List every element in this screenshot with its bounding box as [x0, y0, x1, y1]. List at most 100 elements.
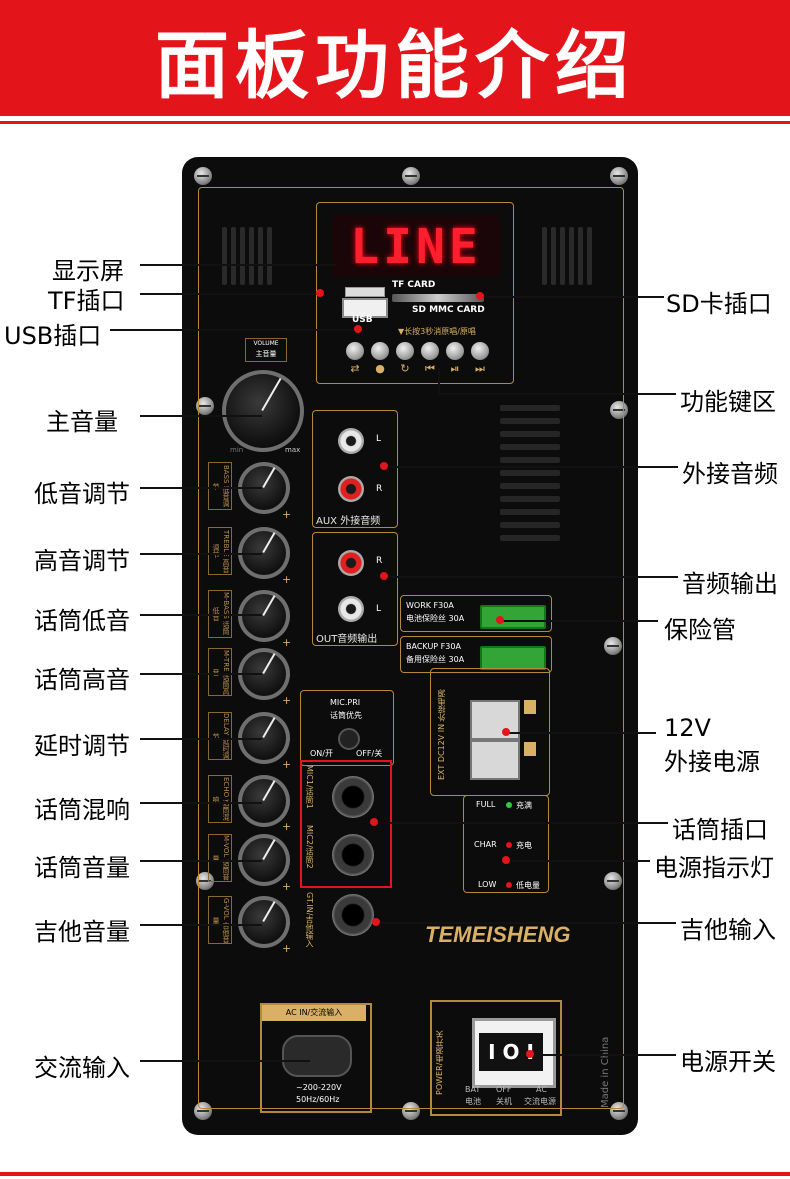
- record-icon: ●: [375, 362, 385, 375]
- aux-l-jack[interactable]: [338, 428, 364, 454]
- record-button[interactable]: [371, 342, 389, 360]
- out-label: OUT音频输出: [316, 634, 378, 645]
- guitar-jack[interactable]: [332, 894, 374, 936]
- plus-icon: +: [282, 758, 292, 771]
- max-label: max: [285, 446, 301, 454]
- annot-function-keys: 功能键区: [680, 388, 776, 416]
- echo-knob[interactable]: [238, 775, 290, 827]
- pointer-dot: [372, 918, 380, 926]
- out-frame: [312, 532, 398, 646]
- vent-middle: [500, 405, 560, 548]
- low-led-icon: [506, 882, 512, 888]
- bass-knob-label: BASS 低音调节: [208, 462, 232, 510]
- pointer-dot: [476, 292, 484, 300]
- backup-fuse[interactable]: [480, 646, 546, 670]
- banner: 面板功能介绍: [0, 0, 790, 120]
- repeat-icon: ↻: [400, 362, 410, 375]
- mic-bass-knob[interactable]: [238, 590, 290, 642]
- mic-volume-knob-label: M-VOL 话筒音量: [208, 834, 232, 882]
- dc-terminal-positive[interactable]: [470, 700, 520, 740]
- indicator-frame: [463, 795, 549, 893]
- out-l-jack[interactable]: [338, 596, 364, 622]
- pointer-dot: [496, 616, 504, 624]
- tf-card-label: TF CARD: [392, 280, 436, 290]
- screw-icon: [402, 167, 420, 185]
- plus-icon: +: [282, 942, 292, 955]
- pointer-dot: [316, 289, 324, 297]
- plus-icon: +: [282, 573, 292, 586]
- leader-line: [140, 487, 262, 489]
- leader-line: [140, 738, 262, 740]
- annot-usb: USB插口: [4, 322, 102, 350]
- work-fuse[interactable]: [480, 605, 546, 629]
- vent-right: [542, 227, 592, 285]
- mic-pri-label: MIC.PRI: [330, 698, 361, 707]
- annot-12v: 12V: [664, 714, 711, 742]
- annot-power-switch: 电源开关: [680, 1048, 776, 1076]
- mode-button[interactable]: [346, 342, 364, 360]
- backup-fuse-frame: [400, 636, 552, 673]
- leader-line: [140, 553, 262, 555]
- ac-voltage: ~200-220V: [296, 1083, 342, 1092]
- ac-in-label: AC IN/交流输入: [262, 1005, 366, 1021]
- repeat-button[interactable]: [396, 342, 414, 360]
- made-in-label: Made in China: [600, 1036, 611, 1108]
- tf-card-slot[interactable]: [345, 287, 385, 297]
- volume-cn-label: 主音量: [255, 350, 277, 358]
- usb-port[interactable]: [342, 298, 388, 318]
- gt-in-label: GT.IN/吉他输入: [305, 892, 314, 948]
- screw-icon: [604, 637, 622, 655]
- plus-icon: +: [282, 694, 292, 707]
- power-switch[interactable]: I O I: [472, 1018, 556, 1088]
- annot-echo: 话筒混响: [34, 796, 130, 824]
- annot-mic-treble: 话筒高音: [34, 666, 130, 694]
- mic1-jack[interactable]: [332, 776, 374, 818]
- dc-terminal-negative[interactable]: [470, 740, 520, 780]
- next-button[interactable]: [471, 342, 489, 360]
- mic2-jack[interactable]: [332, 834, 374, 876]
- mic-jack-frame: [300, 760, 392, 888]
- low-cn: 低电量: [516, 881, 540, 890]
- backup-fuse-label: BACKUP F30A: [406, 642, 461, 651]
- annot-treble: 高音调节: [34, 547, 130, 575]
- annot-aux: 外接音频: [682, 460, 778, 488]
- treble-knob-label: TREBLE 高音调节: [208, 527, 232, 575]
- speaker-panel: [182, 157, 638, 1135]
- leader-line: [530, 1054, 676, 1056]
- screw-icon: [604, 872, 622, 890]
- annot-guitar-volume: 吉他音量: [34, 918, 130, 946]
- leader-line: [388, 822, 668, 824]
- leader-line: [480, 296, 664, 298]
- ext-dc-label: EXT DC12V IN 外接电源: [437, 689, 446, 780]
- leader-line: [140, 802, 262, 804]
- out-l-label: L: [376, 604, 382, 614]
- play-pause-icon: ⏯: [450, 362, 460, 375]
- leader-line: [140, 415, 262, 417]
- prev-button[interactable]: [421, 342, 439, 360]
- divider-bottom: [0, 1172, 790, 1176]
- out-r-jack[interactable]: [338, 550, 364, 576]
- hint-text: ▼长按3秒消原唱/原唱: [398, 327, 476, 336]
- swap-icon: ⇄: [350, 362, 360, 375]
- annot-display: 显示屏: [52, 257, 124, 285]
- off-label: OFF/关: [356, 749, 383, 758]
- aux-r-jack[interactable]: [338, 476, 364, 502]
- annot-power-indicator: 电源指示灯: [654, 854, 774, 882]
- display-text: LINE: [350, 219, 482, 275]
- usb-label: USB: [352, 315, 373, 325]
- play-pause-button[interactable]: [446, 342, 464, 360]
- annot-delay: 延时调节: [34, 732, 130, 760]
- ac-inlet[interactable]: [282, 1035, 352, 1077]
- minus-marker: [524, 700, 536, 714]
- annot-ac-in: 交流输入: [34, 1054, 130, 1082]
- guitar-volume-knob[interactable]: [238, 896, 290, 948]
- mic-priority-switch[interactable]: [338, 728, 360, 750]
- off-switch-label: OFF: [496, 1085, 512, 1094]
- sd-mmc-label: SD MMC CARD: [412, 305, 485, 315]
- leader-line: [140, 264, 336, 266]
- banner-background: [0, 0, 790, 116]
- sd-card-slot[interactable]: [392, 294, 484, 302]
- master-volume-knob[interactable]: [222, 370, 304, 452]
- low-label: LOW: [478, 880, 497, 889]
- full-led-icon: [506, 802, 512, 808]
